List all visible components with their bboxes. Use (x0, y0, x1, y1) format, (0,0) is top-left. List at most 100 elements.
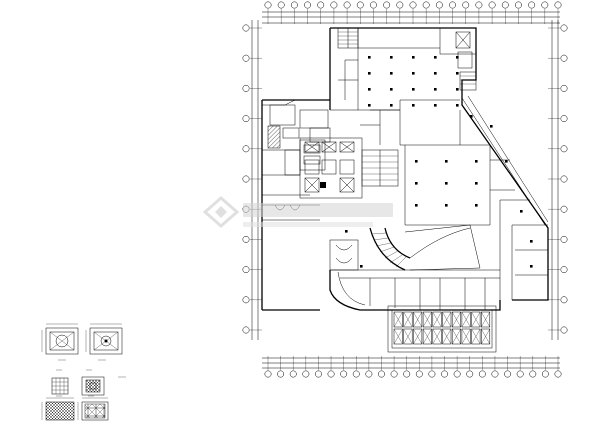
grid-bubble (403, 370, 411, 378)
terrace-cell (422, 328, 432, 345)
grid-bubble (466, 370, 474, 378)
grid-bubble (515, 1, 522, 9)
grid-bubble (264, 370, 272, 378)
grid-bubble (409, 1, 417, 9)
column (434, 104, 437, 107)
terrace-cell (451, 328, 461, 345)
grid-bubble (370, 1, 377, 9)
detail-panel-square-plan (85, 323, 123, 355)
terrace-cell (481, 328, 491, 345)
grid-bubble (528, 1, 536, 9)
grid-bubble (356, 1, 364, 9)
grid-bubble (475, 1, 483, 9)
grid-bubble (560, 175, 568, 183)
grid-bubble (560, 84, 568, 92)
terrace-cell (481, 311, 491, 328)
grid-bubble (242, 54, 250, 62)
grid-bubble (242, 266, 250, 274)
column (368, 72, 371, 75)
column (390, 72, 393, 75)
terrace-cell (403, 328, 413, 345)
grid-bubble (314, 370, 322, 378)
column (475, 160, 478, 163)
terrace-cell (461, 328, 471, 345)
grid-bubble (560, 24, 568, 32)
column (470, 115, 473, 118)
terrace-cell (442, 328, 452, 345)
circle-pattern-icon (55, 334, 69, 348)
grid-bubble (242, 24, 250, 32)
grid-bubbles-top (264, 1, 562, 24)
column (412, 56, 415, 59)
column (445, 160, 448, 163)
terrace-cell (393, 328, 403, 345)
terrace-cell (432, 311, 442, 328)
square-tile-icon (85, 379, 101, 393)
interior-walls (330, 28, 548, 300)
grid-bubble (242, 235, 250, 243)
grid-bubble (453, 370, 461, 378)
grid-bubble (560, 205, 568, 213)
grid-bubble (516, 370, 524, 378)
column (415, 204, 418, 207)
grid-bubble (422, 1, 430, 9)
grid-bubble (330, 1, 338, 9)
column (456, 104, 459, 107)
column (445, 182, 448, 185)
grid-bubble (428, 370, 436, 378)
grid-bubbles-right (548, 24, 568, 334)
detail-panel-hatch-b (77, 397, 109, 421)
grid-bubble (277, 1, 285, 9)
grid-bubble (317, 1, 325, 9)
grid-bubble (378, 370, 385, 378)
grid-bubble (504, 370, 512, 378)
grid-bubble (242, 326, 250, 334)
bottom-rooms (329, 239, 500, 310)
detail-panel-round-plan (41, 323, 79, 355)
column (390, 104, 393, 107)
column (434, 56, 437, 59)
grid-bubble (441, 370, 448, 378)
column (434, 72, 437, 75)
column (390, 88, 393, 91)
grid-bubble (343, 1, 351, 9)
grid-bubble (554, 370, 562, 378)
column (520, 210, 523, 213)
detail-panel-tile-b (81, 376, 105, 396)
grid-bubble (488, 1, 496, 9)
grid-bubble (365, 370, 373, 378)
terrace-cell (451, 311, 461, 328)
grid-bubbles-bottom (264, 356, 562, 378)
terrace-cell (471, 311, 481, 328)
grid-bubble (277, 370, 285, 378)
terrace-cell (442, 311, 452, 328)
detail-panel-tile-a (51, 377, 69, 395)
terrace-cell (461, 311, 471, 328)
grid-bubble (560, 115, 568, 123)
column (530, 265, 533, 268)
column (390, 56, 393, 59)
core-top-right (439, 27, 477, 91)
central-core (299, 137, 399, 199)
column (456, 72, 459, 75)
column (412, 88, 415, 91)
grid-bubble (289, 370, 297, 378)
column (434, 88, 437, 91)
terrace-cell (393, 311, 403, 328)
grid-bubble (501, 1, 509, 9)
terrace-cell (422, 311, 432, 328)
grid-bubble (327, 370, 335, 378)
grid-bubble (491, 370, 499, 378)
detail-panel-hatch-a (41, 397, 75, 421)
terrace-grid (387, 305, 497, 353)
column (445, 204, 448, 207)
column (505, 160, 508, 163)
watermark (202, 196, 393, 228)
grid-bubble (462, 1, 470, 9)
column (530, 240, 533, 243)
grid-bubble (415, 370, 423, 378)
grid-bubble (242, 296, 250, 304)
grid-bubble (304, 1, 311, 9)
grid-bubble (560, 235, 568, 243)
